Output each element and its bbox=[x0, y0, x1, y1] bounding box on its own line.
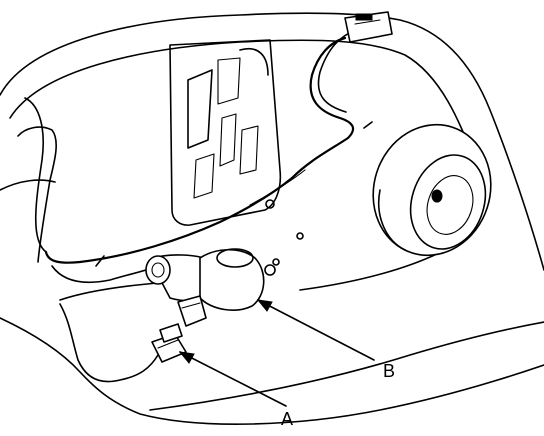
inner-door-frame bbox=[169, 39, 282, 226]
door-panel-outline bbox=[0, 12, 544, 425]
wire-harness bbox=[24, 29, 357, 383]
window-motor bbox=[145, 248, 280, 327]
top-connector bbox=[344, 11, 393, 43]
callout-label-a: A bbox=[281, 409, 293, 429]
connector-a bbox=[151, 323, 187, 363]
leader-lines bbox=[178, 299, 375, 407]
callout-label-b: B bbox=[383, 361, 395, 381]
harness-clips bbox=[95, 121, 373, 267]
speaker bbox=[372, 123, 492, 257]
